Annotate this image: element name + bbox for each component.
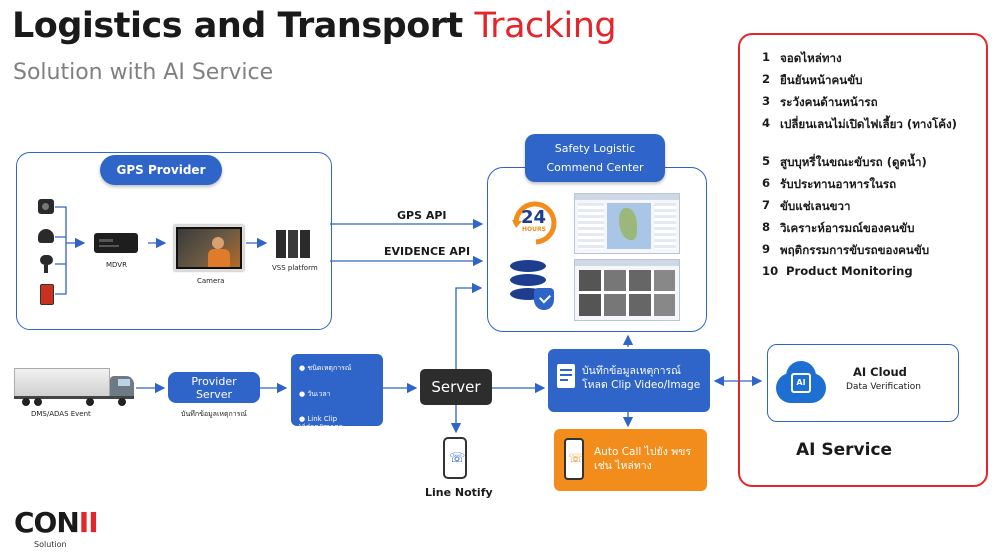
auto-call-line2: เช่น ไหล่ทาง [594,460,652,472]
ai-list-item: 6 รับประทานอาหารในรถ [762,176,977,198]
camera-dome-icon [38,229,54,243]
ai-list-text: ขับแช่เลนขวา [780,199,851,213]
camera-mount-icon [40,255,53,273]
event-clip-item: Link Clip Video/Image [299,415,343,431]
gps-provider-label: GPS Provider [100,155,222,185]
truck-image [14,368,136,406]
ai-list-item: 3 ระวังคนด้านหน้ารถ [762,94,977,116]
command-center-line1: Safety Logistic [554,142,636,155]
ai-list-text: ระวังคนด้านหน้ารถ [780,95,878,109]
event-type-item: ชนิดเหตุการณ์ [307,364,352,372]
provider-server-box: Provider Server [168,372,260,403]
ai-list-number: 10 [762,264,779,278]
ai-service-title: AI Service [796,440,893,460]
vss-platform-label: VSS platform [272,264,318,272]
ai-list-number: 8 [762,220,771,234]
ai-detection-list: 1 จอดไหล่ทาง 2 ยืนยันหน้าคนขับ 3 ระวังคนด้านห… [762,44,977,286]
ai-list-item: 2 ยืนยันหน้าคนขับ [762,72,977,94]
page-title: Logistics and Transport Tracking [12,6,617,46]
ai-list-text: ยืนยันหน้าคนขับ [780,73,863,87]
record-line1: บันทึกข้อมูลเหตุการณ์ [582,365,681,377]
gps-provider-panel [16,152,332,330]
video-grid-screenshot [574,259,680,321]
event-time-item: วันเวลา [307,390,331,398]
ai-list-text: เปลี่ยนเลนไม่เปิดไฟเลี้ยว (ทางโค้ง) [780,117,957,131]
provider-line1: Provider [191,375,237,388]
vss-server-icon [276,230,310,258]
ai-list-text: พฤติกรรมการขับรถของคนขับ [780,243,930,257]
ai-list-text: สูบบุหรี่ในขณะขับรถ (ดูดน้ำ) [780,155,927,169]
document-icon [557,364,575,388]
logo-main: CON [14,506,80,539]
badge-text: HOURS [522,226,546,233]
ai-list-number: 9 [762,242,771,256]
ai-list-number: 7 [762,198,771,212]
sensor-icon [40,284,54,305]
ai-list-item: 7 ขับแช่เลนขวา [762,198,977,220]
phone-line-icon: ☏ [443,437,467,479]
ai-list-item: 9 พฤติกรรมการขับรถของคนขับ [762,242,977,264]
command-center-line2: Commend Center [546,161,644,174]
company-logo: CONII [14,506,99,539]
24-hours-icon: 24 HOURS [506,196,560,246]
ai-cloud-card: AI AI Cloud Data Verification [767,344,959,422]
ai-chip-label: AI [791,373,811,393]
record-clip-box: บันทึกข้อมูลเหตุการณ์ โหลด Clip Video/Im… [548,349,710,412]
ai-list-text: รับประทานอาหารในรถ [780,177,897,191]
ai-list-item: 1 จอดไหล่ทาง [762,50,977,72]
ai-list-text: Product Monitoring [786,264,913,278]
truck-event-label: DMS/ADAS Event [31,410,91,418]
page-subtitle: Solution with AI Service [13,60,274,85]
ai-cloud-icon: AI [776,359,826,405]
record-line2: โหลด Clip Video/Image [582,379,701,391]
ai-cloud-subtitle: Data Verification [846,382,921,392]
ai-list-item: 5 สูบบุหรี่ในขณะขับรถ (ดูดน้ำ) [762,154,977,176]
ai-list-text: วิเคราะห์อารมณ์ของคนขับ [780,221,915,235]
ai-list-number: 4 [762,116,771,130]
ai-list-number: 5 [762,154,771,168]
provider-line2: Server [195,388,233,401]
provider-caption: บันทึกข้อมูลเหตุการณ์ [181,410,247,418]
ai-cloud-title: AI Cloud [853,365,907,379]
gps-api-label: GPS API [397,209,447,222]
ai-list-number: 2 [762,72,771,86]
map-dashboard-screenshot [574,193,680,254]
phone-call-icon: ☏ [564,438,584,480]
dashcam-icon [38,199,54,214]
title-accent: Tracking [474,6,617,46]
logo-accent: II [78,506,99,539]
mdvr-label: MDVR [106,261,127,269]
title-main: Logistics and Transport [12,6,463,46]
ai-list-text: จอดไหล่ทาง [780,51,842,65]
ai-list-item: 10 Product Monitoring [762,264,977,286]
ai-list-number: 6 [762,176,771,190]
ai-service-panel [738,33,988,487]
camera-feed-image [174,225,244,271]
command-center-label: Safety Logistic Commend Center [525,134,665,182]
camera-label: Camera [197,277,225,285]
logo-subtitle: Solution [34,540,67,549]
line-notify-label: Line Notify [425,486,493,499]
ai-list-number: 1 [762,50,771,64]
database-icon [510,260,554,310]
server-box: Server [420,369,492,405]
ai-list-item: 4 เปลี่ยนเลนไม่เปิดไฟเลี้ยว (ทางโค้ง) [762,116,977,154]
auto-call-line1: Auto Call ไปยัง พขร [594,446,691,458]
auto-call-box: ☏ Auto Call ไปยัง พขร เช่น ไหล่ทาง [554,429,707,491]
evidence-api-label: EVIDENCE API [384,245,471,258]
ai-list-item: 8 วิเคราะห์อารมณ์ของคนขับ [762,220,977,242]
badge-number: 24 [521,207,547,228]
ai-list-number: 3 [762,94,771,108]
event-data-box: ● ชนิดเหตุการณ์ ● วันเวลา ● Link Clip Vi… [291,354,383,431]
mdvr-device-icon [94,233,138,253]
